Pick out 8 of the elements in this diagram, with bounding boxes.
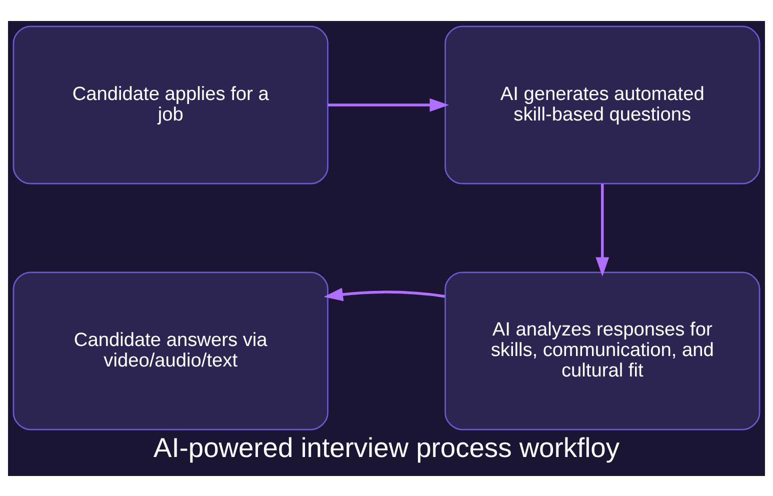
arrow xyxy=(324,287,445,301)
node-box: AI generates automated skill-based questions xyxy=(444,25,760,184)
node-box: Candidate answers via video/audio/text xyxy=(12,271,328,430)
node-box: Candidate applies for a job xyxy=(12,25,328,184)
arrow xyxy=(596,184,610,276)
node-box: AI analyzes responses for skills, communication, and cultural fit xyxy=(444,271,760,430)
arrow xyxy=(328,98,449,112)
caption: AI-powered interview process workfloy xyxy=(153,431,620,462)
